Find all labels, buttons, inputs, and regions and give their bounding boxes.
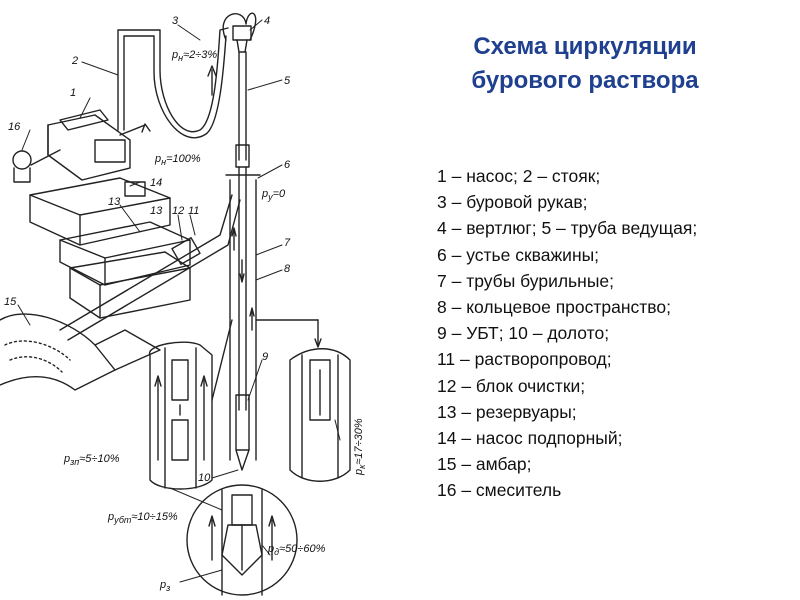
num-13a: 13 bbox=[150, 205, 163, 217]
num-1: 1 bbox=[70, 87, 76, 99]
num-7: 7 bbox=[284, 237, 291, 249]
legend-item: 6 – устье скважины; bbox=[437, 244, 600, 265]
legend-item: 4 – вертлюг; 5 – труба ведущая; bbox=[437, 218, 698, 239]
pressure-label-zp: pзп≈5÷10% bbox=[63, 453, 120, 467]
legend-item: 9 – УБТ; 10 – долото; bbox=[437, 323, 610, 344]
callout-numbers: 1 2 3 4 5 6 7 8 9 10 11 12 13 14 15 16 1… bbox=[4, 15, 291, 484]
flowline bbox=[59, 194, 241, 341]
num-16: 16 bbox=[8, 121, 21, 133]
pressure-label-d: pд≈50÷60% bbox=[267, 543, 326, 557]
mud-pump bbox=[47, 109, 151, 181]
mixer bbox=[12, 149, 61, 183]
num-13b: 13 bbox=[108, 196, 121, 208]
legend-item: 3 – буровой рукав; bbox=[437, 192, 588, 213]
inset-collar bbox=[255, 319, 351, 482]
slide-title: Схема циркуляции бурового раствора bbox=[395, 30, 775, 98]
num-15: 15 bbox=[4, 296, 17, 308]
pressure-label-u: pу=0 bbox=[261, 188, 286, 202]
num-6: 6 bbox=[284, 159, 291, 171]
num-14: 14 bbox=[150, 177, 162, 189]
legend-item: 7 – трубы бурильные; bbox=[437, 270, 615, 291]
pressure-label-z: pз bbox=[159, 579, 170, 593]
legend-item: 13 – резервуары; bbox=[437, 401, 577, 422]
swivel bbox=[222, 12, 257, 53]
num-4: 4 bbox=[264, 15, 270, 27]
num-5: 5 bbox=[284, 75, 291, 87]
pressure-label-k: pк≈17÷30% bbox=[353, 418, 367, 476]
legend-item: 11 – растворопровод; bbox=[437, 349, 612, 370]
pit bbox=[0, 313, 161, 391]
standpipe-and-hose bbox=[117, 27, 229, 139]
title-line-2: бурового раствора bbox=[471, 67, 699, 94]
kelly-pipe bbox=[235, 51, 250, 168]
leader-lines bbox=[17, 19, 341, 583]
legend-item: 1 – насос; 2 – стояк; bbox=[437, 166, 601, 186]
num-8: 8 bbox=[284, 263, 291, 275]
num-3: 3 bbox=[172, 15, 179, 27]
pressure-label-n100: pн=100% bbox=[154, 153, 201, 167]
pressure-labels: pн≈2÷3% pн=100% pу=0 pзп≈5÷10% pк≈17÷30%… bbox=[63, 49, 367, 593]
title-line-1: Схема циркуляции bbox=[473, 33, 697, 60]
pressure-label-n2: pн≈2÷3% bbox=[171, 49, 217, 63]
pressure-label-ubt: pубт≈10÷15% bbox=[107, 511, 178, 525]
mud-tanks bbox=[29, 177, 191, 319]
num-12: 12 bbox=[172, 205, 184, 217]
num-10: 10 bbox=[198, 472, 211, 484]
legend-item: 12 – блок очистки; bbox=[437, 375, 586, 396]
legend-item: 14 – насос подпорный; bbox=[437, 428, 623, 449]
inset-annulus bbox=[149, 319, 233, 490]
wellbore bbox=[225, 166, 261, 471]
legend-item: 16 – смеситель bbox=[437, 480, 562, 501]
legend-item: 8 – кольцевое пространство; bbox=[437, 297, 672, 318]
num-2: 2 bbox=[71, 55, 78, 67]
num-11: 11 bbox=[188, 205, 199, 217]
inset-bit bbox=[186, 484, 298, 596]
legend-list: 1 – насос; 2 – стояк; 3 – буровой рукав;… bbox=[437, 163, 792, 504]
legend-item: 15 – амбар; bbox=[437, 454, 532, 475]
num-9: 9 bbox=[262, 351, 268, 363]
